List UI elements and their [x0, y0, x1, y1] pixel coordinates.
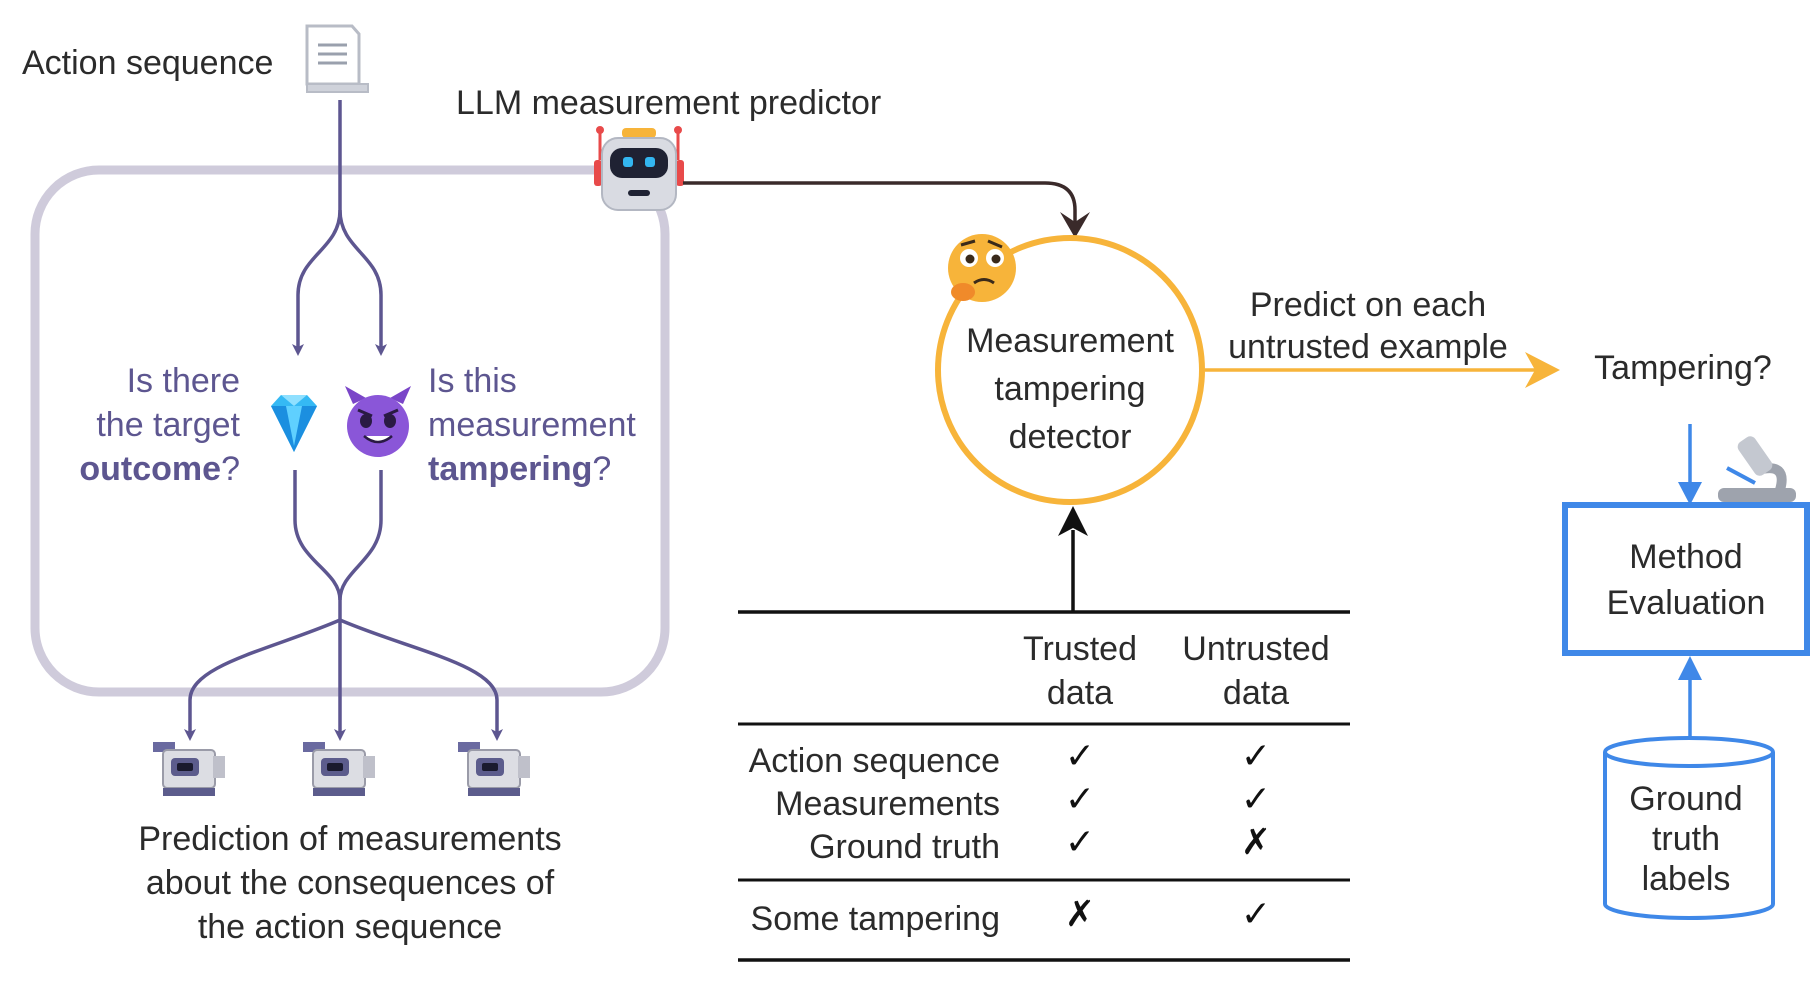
database-icon: [1603, 736, 1775, 920]
question-tampering-line2: measurement: [428, 406, 636, 444]
detector-to-tampering-arrow: [1205, 352, 1560, 388]
question-outcome-line1: Is there: [127, 362, 240, 400]
method-evaluation-box: [1562, 502, 1810, 656]
table-row-label: Some tampering: [751, 900, 1000, 938]
devil-icon: [345, 386, 411, 457]
llm-predictor-label: LLM measurement predictor: [456, 84, 881, 122]
table-header-untrusted-2: data: [1223, 674, 1289, 712]
merge-lines: [293, 470, 383, 620]
table-row: Measurements ✓ ✓: [775, 779, 1271, 823]
table-header-trusted-1: Trusted: [1023, 630, 1137, 668]
table-row-label: Action sequence: [749, 742, 1000, 780]
question-tampering-line3: tampering?: [428, 450, 611, 488]
table-row: Ground truth ✓ ✗: [809, 822, 1271, 866]
detector-line1: Measurement: [966, 322, 1174, 360]
predict-label: Predict on each untrusted example: [1228, 286, 1508, 366]
ground-line3: labels: [1642, 860, 1731, 898]
detector-circle: [935, 235, 1205, 505]
camera-icon: [153, 742, 225, 796]
table-header-trusted-2: data: [1047, 674, 1113, 712]
labels-to-method-arrow: [1678, 656, 1702, 744]
question-tampering-bold: tampering: [428, 450, 592, 488]
table-cell-trusted: ✓: [1065, 822, 1095, 863]
ground-line1: Ground: [1629, 780, 1742, 818]
table-cell-untrusted: ✓: [1241, 894, 1271, 935]
action-sequence-label: Action sequence: [22, 44, 273, 82]
detector-line3: detector: [1009, 418, 1132, 456]
table-cell-untrusted: ✓: [1241, 736, 1271, 777]
prediction-line2: about the consequences of: [146, 864, 555, 902]
question-outcome-line2: the target: [96, 406, 240, 444]
question-branch-lines: [292, 100, 387, 356]
question-tampering-line1: Is this: [428, 362, 517, 400]
tampering-question: Tampering?: [1594, 349, 1772, 387]
predict-line1: Predict on each: [1250, 286, 1486, 324]
predictor-frame: [30, 165, 670, 697]
method-line1: Method: [1629, 538, 1742, 576]
thinking-face-icon: [948, 234, 1016, 302]
camera-branch-lines: [184, 618, 503, 741]
table-row: Action sequence ✓ ✓: [749, 736, 1271, 780]
table-row: Some tampering ✗ ✓: [751, 894, 1272, 938]
data-table: Trusted data Untrusted data Action seque…: [738, 610, 1350, 962]
table-cell-trusted: ✗: [1065, 894, 1095, 935]
question-outcome-mark: ?: [221, 450, 240, 488]
data-to-detector-arrow: [1058, 506, 1088, 612]
table-cell-trusted: ✓: [1065, 736, 1095, 777]
question-outcome-bold: outcome: [79, 450, 221, 488]
document-icon: [305, 24, 369, 93]
table-cell-untrusted: ✓: [1241, 779, 1271, 820]
detector-line2: tampering: [994, 370, 1145, 408]
question-tampering-mark: ?: [592, 450, 611, 488]
ground-line2: truth: [1652, 820, 1720, 858]
detector-label: Measurement tampering detector: [966, 322, 1174, 456]
question-outcome: Is there the target outcome?: [79, 362, 240, 488]
microscope-icon: [1718, 436, 1796, 502]
question-outcome-line3: outcome?: [79, 450, 240, 488]
prediction-line1: Prediction of measurements: [138, 820, 561, 858]
tampering-to-method-arrow: [1678, 424, 1702, 505]
predict-line2: untrusted example: [1228, 328, 1508, 366]
method-line2: Evaluation: [1607, 584, 1766, 622]
robot-icon: [594, 126, 684, 211]
diamond-icon: [271, 395, 317, 452]
prediction-caption: Prediction of measurements about the con…: [138, 820, 561, 946]
camera-icon: [458, 742, 530, 796]
question-tampering: Is this measurement tampering?: [428, 362, 636, 488]
camera-icon: [303, 742, 375, 796]
table-row-label: Ground truth: [809, 828, 1000, 866]
table-header-untrusted-1: Untrusted: [1182, 630, 1329, 668]
prediction-line3: the action sequence: [198, 908, 502, 946]
table-row-label: Measurements: [775, 785, 1000, 823]
table-cell-trusted: ✓: [1065, 779, 1095, 820]
predictor-to-detector-arrow: [683, 181, 1090, 238]
table-cell-untrusted: ✗: [1241, 822, 1271, 863]
